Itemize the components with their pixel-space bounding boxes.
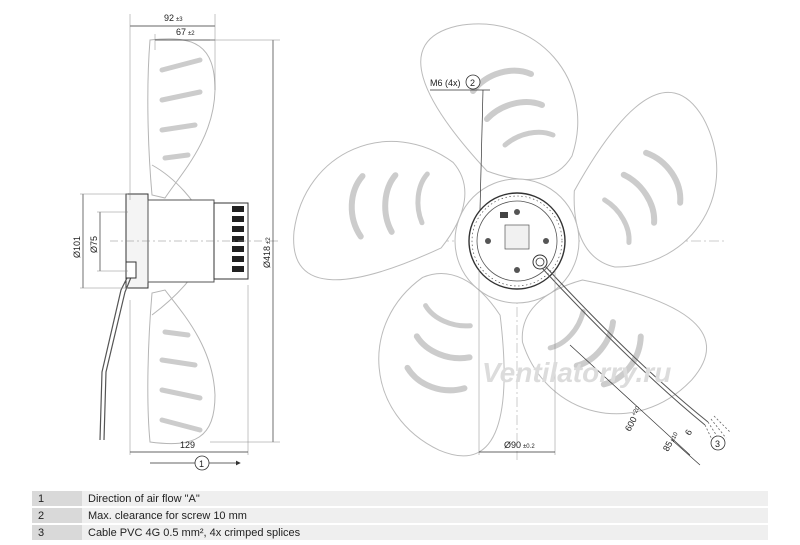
legend-number: 2 xyxy=(32,508,82,523)
dim-screw: M6 (4x) xyxy=(430,78,461,88)
legend-row: 3 Cable PVC 4G 0.5 mm², 4x crimped splic… xyxy=(32,525,768,540)
legend-text: Cable PVC 4G 0.5 mm², 4x crimped splices xyxy=(82,525,768,540)
callout-1: 1 xyxy=(199,459,204,469)
side-cable xyxy=(99,269,132,441)
side-view: 92±3 67±2 Ø418±2 Ø101 Ø75 129 1 xyxy=(72,13,280,471)
callout-2: 2 xyxy=(470,78,475,88)
callout-3: 3 xyxy=(715,439,720,449)
front-view: M6 (4x) 2 Ø90±0.2 600+20 85±10 6 3 xyxy=(281,24,742,473)
legend-number: 1 xyxy=(32,491,82,506)
dim-hub-101: Ø101 xyxy=(72,236,82,258)
legend-text: Max. clearance for screw 10 mm xyxy=(82,508,768,523)
front-cable xyxy=(541,267,706,426)
side-blade-lower xyxy=(147,289,216,445)
legend-table: 1 Direction of air flow "A" 2 Max. clear… xyxy=(32,489,768,542)
dim-width-blade: 67±2 xyxy=(176,27,195,37)
dim-width-total: 92±3 xyxy=(164,13,183,23)
dim-strip-85: 85±10 xyxy=(661,429,680,453)
legend-text: Direction of air flow "A" xyxy=(82,491,768,506)
dim-strip-6: 6 xyxy=(683,428,694,437)
dim-depth: 129 xyxy=(180,440,195,450)
dim-flange-90: Ø90±0.2 xyxy=(504,440,535,450)
legend-number: 3 xyxy=(32,525,82,540)
dim-fan-diameter: Ø418±2 xyxy=(262,237,272,268)
legend-row: 1 Direction of air flow "A" xyxy=(32,491,768,506)
watermark: Ventilatorry.ru xyxy=(482,357,671,388)
legend-row: 2 Max. clearance for screw 10 mm xyxy=(32,508,768,523)
dim-hub-75: Ø75 xyxy=(89,236,99,253)
technical-drawing: 92±3 67±2 Ø418±2 Ø101 Ø75 129 1 xyxy=(72,13,800,488)
